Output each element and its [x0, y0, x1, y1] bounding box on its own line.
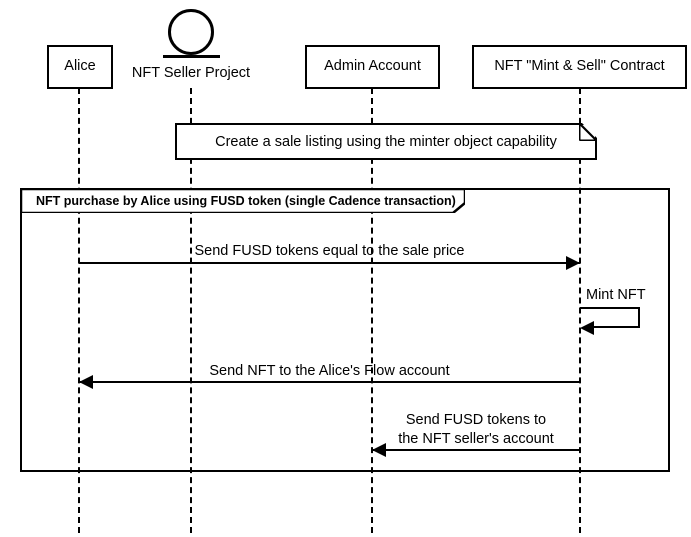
circle-on-bar-icon [168, 9, 214, 55]
lifeline-admin-account [371, 88, 373, 533]
message-4-line [372, 449, 580, 451]
message-2-arrowhead [580, 321, 594, 335]
lifeline-nft-mint-sell-contract [579, 88, 581, 533]
message-4-text-line1: Send FUSD tokens to [405, 412, 547, 428]
participant-admin-account[interactable]: Admin Account [305, 45, 440, 89]
fragment-label-text: NFT purchase by Alice using FUSD token (… [36, 194, 456, 208]
participant-alice-label: Alice [64, 58, 96, 75]
message-1-text: Send FUSD tokens equal to the sale price [194, 243, 465, 259]
fragment-tab [21, 189, 465, 213]
lifeline-alice [78, 88, 80, 533]
note-text: Create a sale listing using the minter o… [215, 133, 557, 150]
message-1-arrowhead [566, 256, 580, 270]
participant-alice[interactable]: Alice [47, 45, 113, 89]
message-1-label: Send FUSD tokens equal to the sale price [79, 242, 580, 260]
message-2-line-bottom [594, 326, 640, 328]
note-body: Create a sale listing using the minter o… [175, 123, 597, 160]
note-fold-icon [579, 123, 597, 141]
participant-nft-mint-sell-contract-label: NFT "Mint & Sell" Contract [494, 58, 665, 75]
message-3-arrowhead [79, 375, 93, 389]
message-3-text: Send NFT to the Alice's Flow account [209, 363, 450, 379]
participant-nft-seller-project[interactable]: NFT Seller Project [116, 65, 266, 81]
message-2-text: Mint NFT [586, 287, 646, 303]
message-2-line-top [580, 307, 640, 309]
message-1-line [79, 262, 580, 264]
actor-bar-icon [163, 55, 220, 58]
message-3-line [79, 381, 580, 383]
message-2-line-right [638, 307, 640, 327]
message-4-label: Send FUSD tokens to the NFT seller's acc… [372, 411, 580, 449]
note-create-sale-listing: Create a sale listing using the minter o… [175, 122, 598, 160]
message-4-arrowhead [372, 443, 386, 457]
message-2-label: Mint NFT [586, 286, 686, 304]
participant-nft-seller-project-label: NFT Seller Project [131, 65, 251, 81]
fragment-label: NFT purchase by Alice using FUSD token (… [36, 195, 456, 208]
participant-nft-mint-sell-contract[interactable]: NFT "Mint & Sell" Contract [472, 45, 687, 89]
lifeline-nft-seller-project [190, 88, 192, 533]
message-4-text-line2: the NFT seller's account [398, 430, 554, 447]
message-3-label: Send NFT to the Alice's Flow account [79, 362, 580, 380]
participant-admin-account-label: Admin Account [324, 58, 421, 75]
